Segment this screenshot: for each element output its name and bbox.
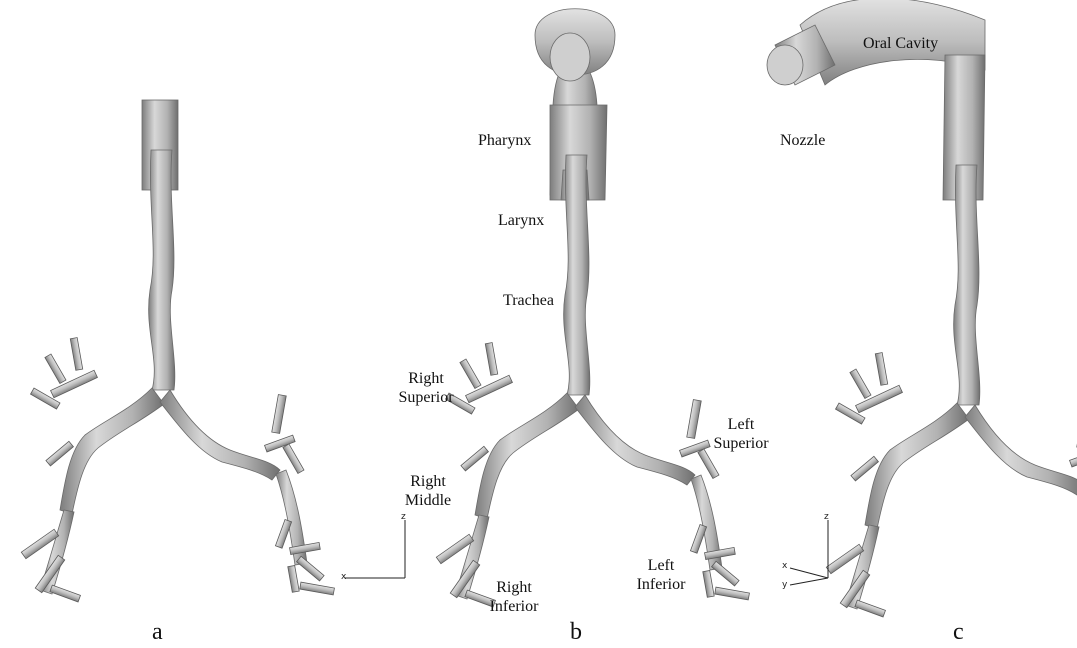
axis-x-label-c: x xyxy=(782,561,787,571)
label-nozzle: Nozzle xyxy=(780,131,825,150)
label-left-superior: Left Superior xyxy=(707,415,775,453)
airway-model-c xyxy=(767,0,1077,617)
axis-x-label-b: x xyxy=(341,572,346,582)
axis-z-label-b: z xyxy=(401,512,406,522)
label-right-inferior: Right Inferior xyxy=(482,578,546,616)
label-right-superior: Right Superior xyxy=(394,369,458,407)
panel-label-c: c xyxy=(953,618,964,646)
panel-label-a: a xyxy=(152,618,163,646)
label-trachea: Trachea xyxy=(503,291,554,310)
airway-model-b xyxy=(436,9,749,607)
axis-triad-c xyxy=(790,520,828,585)
label-right-middle: Right Middle xyxy=(404,472,452,510)
axis-y-label-c: y xyxy=(782,580,787,590)
panel-label-b: b xyxy=(570,618,582,646)
axis-triad-b xyxy=(345,520,405,578)
label-pharynx: Pharynx xyxy=(478,131,531,150)
label-left-inferior: Left Inferior xyxy=(632,556,690,594)
label-oral-cavity: Oral Cavity xyxy=(863,34,938,53)
airway-model-a xyxy=(21,100,334,602)
axis-z-label-c: z xyxy=(824,512,829,522)
label-larynx: Larynx xyxy=(498,211,544,230)
